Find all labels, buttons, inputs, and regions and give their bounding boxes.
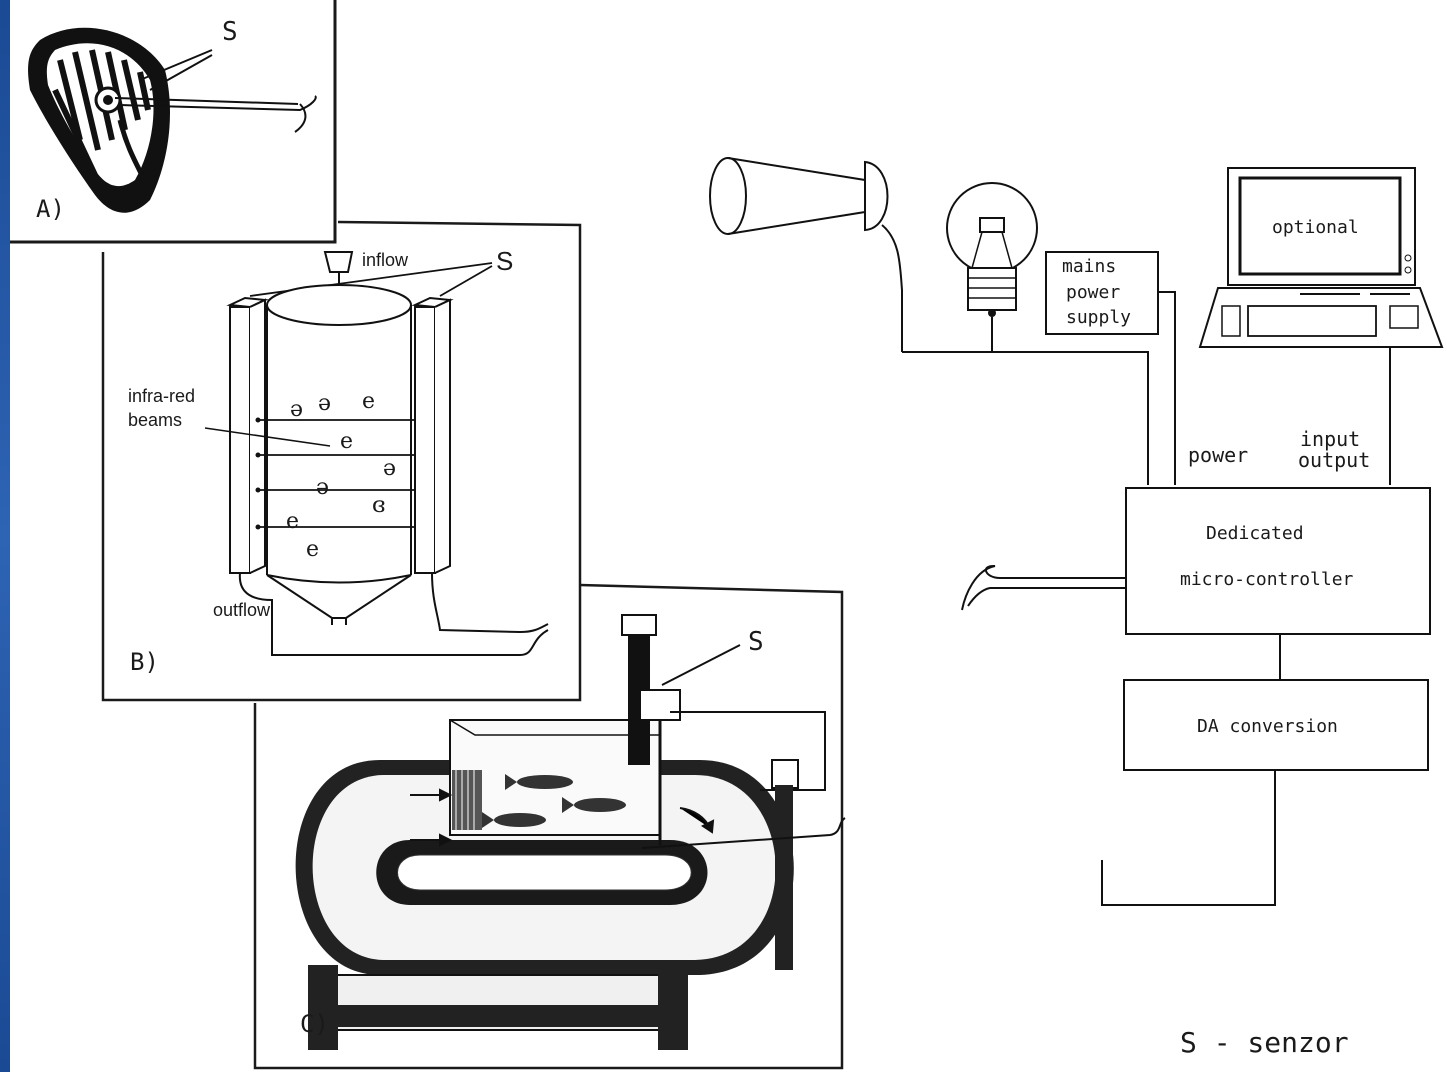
fish-in-chamber [482,774,626,828]
controller-label-line2: micro-controller [1180,569,1354,590]
mains-label-line3: supply [1066,307,1131,328]
sensor-column-right [411,296,454,574]
da-label: DA conversion [1197,716,1338,737]
panel-b-label: B) [130,648,159,676]
power-label: power [1188,443,1248,467]
swim-tunnel [295,614,826,1050]
beam-emitters [255,417,261,530]
beams-label-line2: beams [128,410,182,430]
sensor-label-a: S [222,17,238,47]
inflow-label: inflow [362,250,409,270]
sensor-pointer-c [661,644,741,686]
panel-a-label: A) [36,195,65,223]
controller-label-line1: Dedicated [1206,523,1304,544]
inflow-nozzle [323,251,354,273]
cable-b-right [431,572,549,634]
svg-text:ə: ə [316,475,329,500]
panel-c: S C) [253,583,844,1070]
sensor-column-left [226,296,269,574]
micro-controller-box [1125,487,1431,635]
svg-text:e: e [340,429,353,454]
sensor-pointer-a1 [139,49,213,81]
io-label-line1: input [1300,427,1360,451]
io-label-line2: output [1298,448,1370,472]
da-conversion-box [1123,679,1429,771]
control-system: mains power supply power optional input … [709,157,1444,906]
fish-head-illustration [28,27,170,213]
panel-a-border [10,0,337,244]
beams-pointer [204,427,331,447]
panel-c-border [253,583,844,1070]
svg-text:ə: ə [383,456,396,481]
cable-c [641,817,846,849]
panel-b: inflow S [101,220,582,702]
speaker-icon [709,157,903,352]
electrode-cable-a [119,95,317,112]
svg-text:e: e [306,537,319,562]
cylinder-tank [266,284,412,625]
outflow-label: outflow [213,600,271,620]
panel-a: S A) [10,0,337,244]
device-bus [902,351,1149,485]
infrared-beams [260,419,415,528]
sensor-pointer-a2 [149,54,213,91]
cable-b-left [238,572,549,656]
beams-label-line1: infra-red [128,386,195,406]
light-bulb-icon [946,182,1038,352]
mains-power-supply-box [1045,251,1159,335]
computer-label: optional [1272,217,1359,238]
computer-icon [1198,167,1444,348]
mains-label-line2: power [1066,282,1120,303]
mains-label-line1: mains [1062,256,1116,277]
svg-text:e: e [286,509,299,534]
panel-c-label: C) [300,1010,329,1038]
cable-controller-2 [967,587,1126,607]
svg-text:ə: ə [290,397,303,422]
sensor-label-c: S [748,627,764,657]
da-output-line [1101,770,1276,906]
slide-left-edge [0,0,10,1072]
power-line [1158,291,1176,485]
sensor-pointer-b2 [439,265,493,297]
svg-text:ə: ə [318,391,331,416]
flow-arrows [410,788,715,847]
svg-text:e: e [362,389,375,414]
svg-text:ɞ: ɞ [372,493,386,518]
sensor-legend: S - senzor [1180,1026,1349,1059]
sensor-label-b: S [496,246,513,276]
cable-controller-1 [961,564,1126,611]
panel-b-border [101,220,582,702]
